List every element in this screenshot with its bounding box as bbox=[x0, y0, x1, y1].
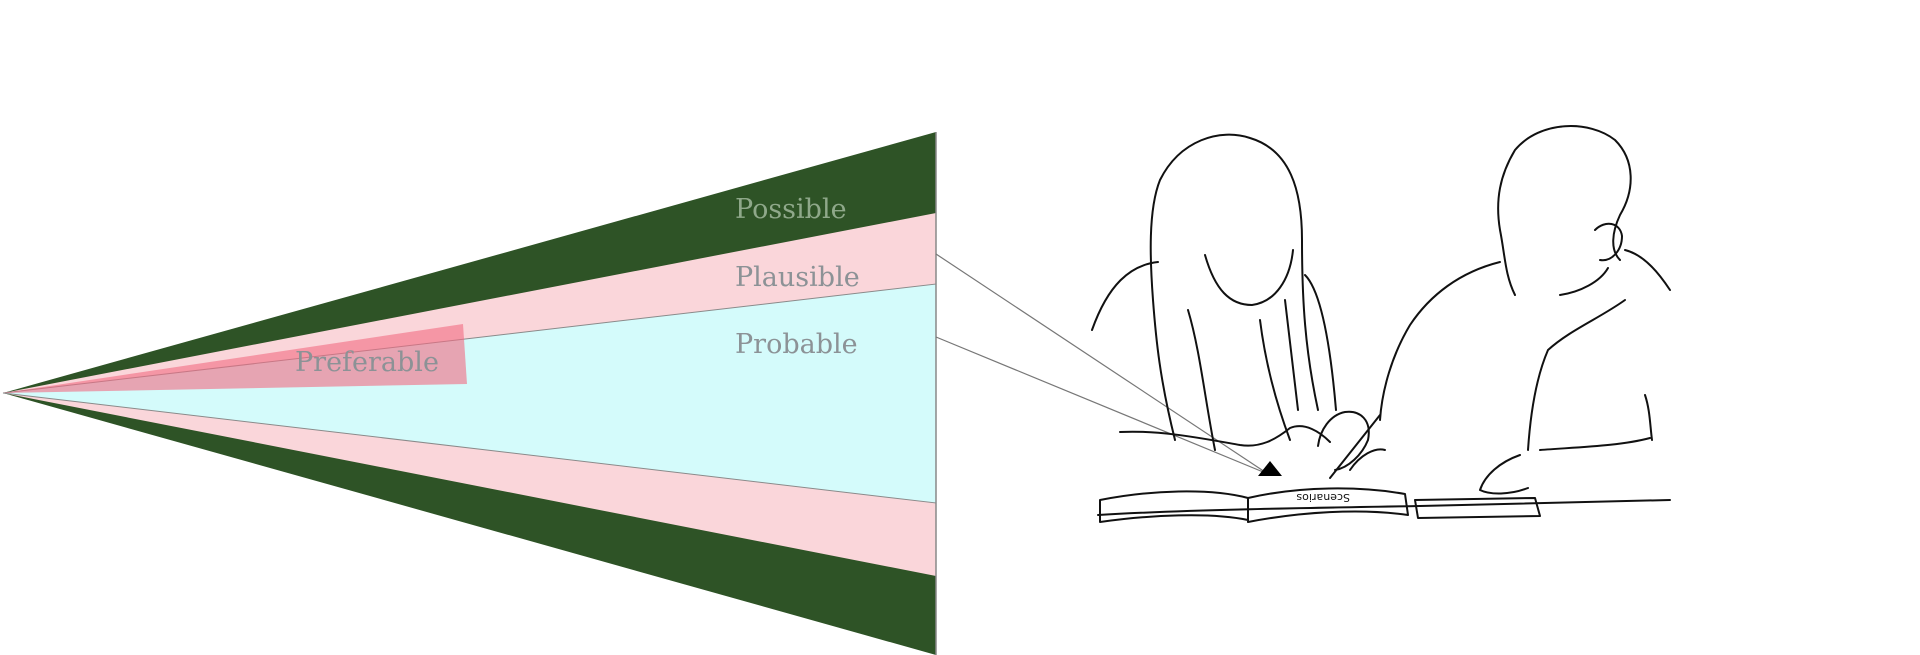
man-shoulders bbox=[1379, 261, 1626, 451]
woman-hair bbox=[1149, 133, 1319, 441]
woman-arm bbox=[1119, 425, 1331, 447]
man-arm bbox=[1479, 394, 1653, 495]
tablet bbox=[1414, 497, 1541, 519]
man-head bbox=[1497, 125, 1632, 296]
people-illustration: Scenarios bbox=[1091, 125, 1671, 523]
notebook bbox=[1099, 487, 1409, 523]
table-edge bbox=[1097, 499, 1671, 516]
woman-shoulders bbox=[1091, 261, 1337, 411]
preferable-label: Preferable bbox=[295, 347, 439, 378]
woman-hair-strands bbox=[1187, 299, 1299, 451]
pen-icon bbox=[1329, 414, 1381, 479]
woman-face bbox=[1204, 249, 1294, 306]
man-ear bbox=[1594, 222, 1623, 262]
possible-label: Possible bbox=[735, 194, 847, 225]
notebook-label: Scenarios bbox=[1296, 491, 1350, 504]
preferable-band bbox=[3, 324, 467, 393]
plausible-label: Plausible bbox=[735, 262, 860, 293]
probable-label: Probable bbox=[735, 329, 858, 360]
man-jaw bbox=[1559, 249, 1671, 296]
woman-hand bbox=[1317, 410, 1386, 471]
futures-cone: Possible Plausible Probable Preferable bbox=[2, 132, 937, 655]
triangle-marker-icon bbox=[1258, 461, 1282, 476]
